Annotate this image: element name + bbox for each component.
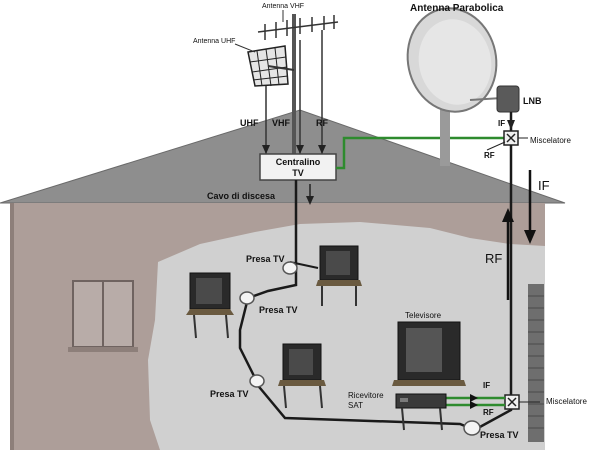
label-lnb: LNB [523, 96, 542, 106]
signal-arrows [262, 145, 326, 154]
label-if-side: IF [538, 178, 550, 193]
green-rf-cable-top [336, 136, 511, 170]
descent-arrow [306, 196, 314, 205]
label-ricevitore-sat: SAT [348, 401, 363, 410]
label-vhf: VHF [272, 118, 291, 128]
label-antenna-uhf: Antenna UHF [193, 38, 235, 45]
label-rf-mast: RF [316, 118, 328, 128]
presa-tv-outlet-3 [249, 374, 265, 388]
label-televisore: Televisore [405, 311, 442, 320]
presa-tv-outlet-1 [282, 261, 298, 275]
interior-room [148, 222, 545, 450]
label-presa-tv-3: Presa TV [210, 389, 249, 399]
label-centralino: Centralino [276, 157, 321, 167]
wall-edge-shadow [10, 203, 14, 450]
antenna-downleads [265, 30, 323, 155]
window [68, 280, 138, 352]
antenna-mast [292, 14, 296, 154]
uhf-label-leader [234, 43, 256, 53]
satellite-dish-icon [406, 7, 520, 166]
if-down-arrow [524, 170, 536, 244]
vhf-antenna-icon [257, 15, 339, 40]
label-miscelatore-bottom: Miscelatore [546, 397, 587, 406]
uhf-antenna-icon [247, 45, 295, 87]
tv-bottom-icon [278, 343, 326, 409]
label-if-bottom: IF [483, 381, 490, 390]
lnb-icon [496, 85, 520, 113]
label-antenna-vhf: Antenna VHF [262, 3, 304, 10]
label-presa-tv-2: Presa TV [259, 305, 298, 315]
rf-up-arrow [502, 208, 514, 300]
label-ricevitore: Ricevitore [348, 391, 384, 400]
label-centralino-tv: TV [292, 168, 304, 178]
label-rf-bottom: RF [483, 408, 494, 417]
tv-top-icon [316, 245, 362, 306]
sat-receiver-icon [395, 393, 447, 431]
mixer-top-icon [503, 130, 519, 146]
label-cavo-di-discesa: Cavo di discesa [207, 191, 276, 201]
label-rf-top: RF [484, 151, 495, 160]
label-presa-tv-4: Presa TV [480, 430, 519, 440]
label-antenna-parabolica: Antenna Parabolica [410, 3, 504, 14]
label-rf-side: RF [485, 251, 502, 266]
mixer-bottom-icon [504, 394, 520, 410]
presa-tv-outlet-4 [463, 420, 481, 436]
label-uhf: UHF [240, 118, 259, 128]
brick-column [528, 284, 544, 442]
label-miscelatore-top: Miscelatore [530, 136, 571, 145]
centralino-box [259, 153, 337, 181]
televisore-icon [392, 321, 466, 386]
presa-tv-outlet-2 [239, 291, 255, 305]
tv-left-icon [186, 272, 234, 339]
label-if-top: IF [498, 119, 505, 128]
label-presa-tv-1: Presa TV [246, 254, 285, 264]
